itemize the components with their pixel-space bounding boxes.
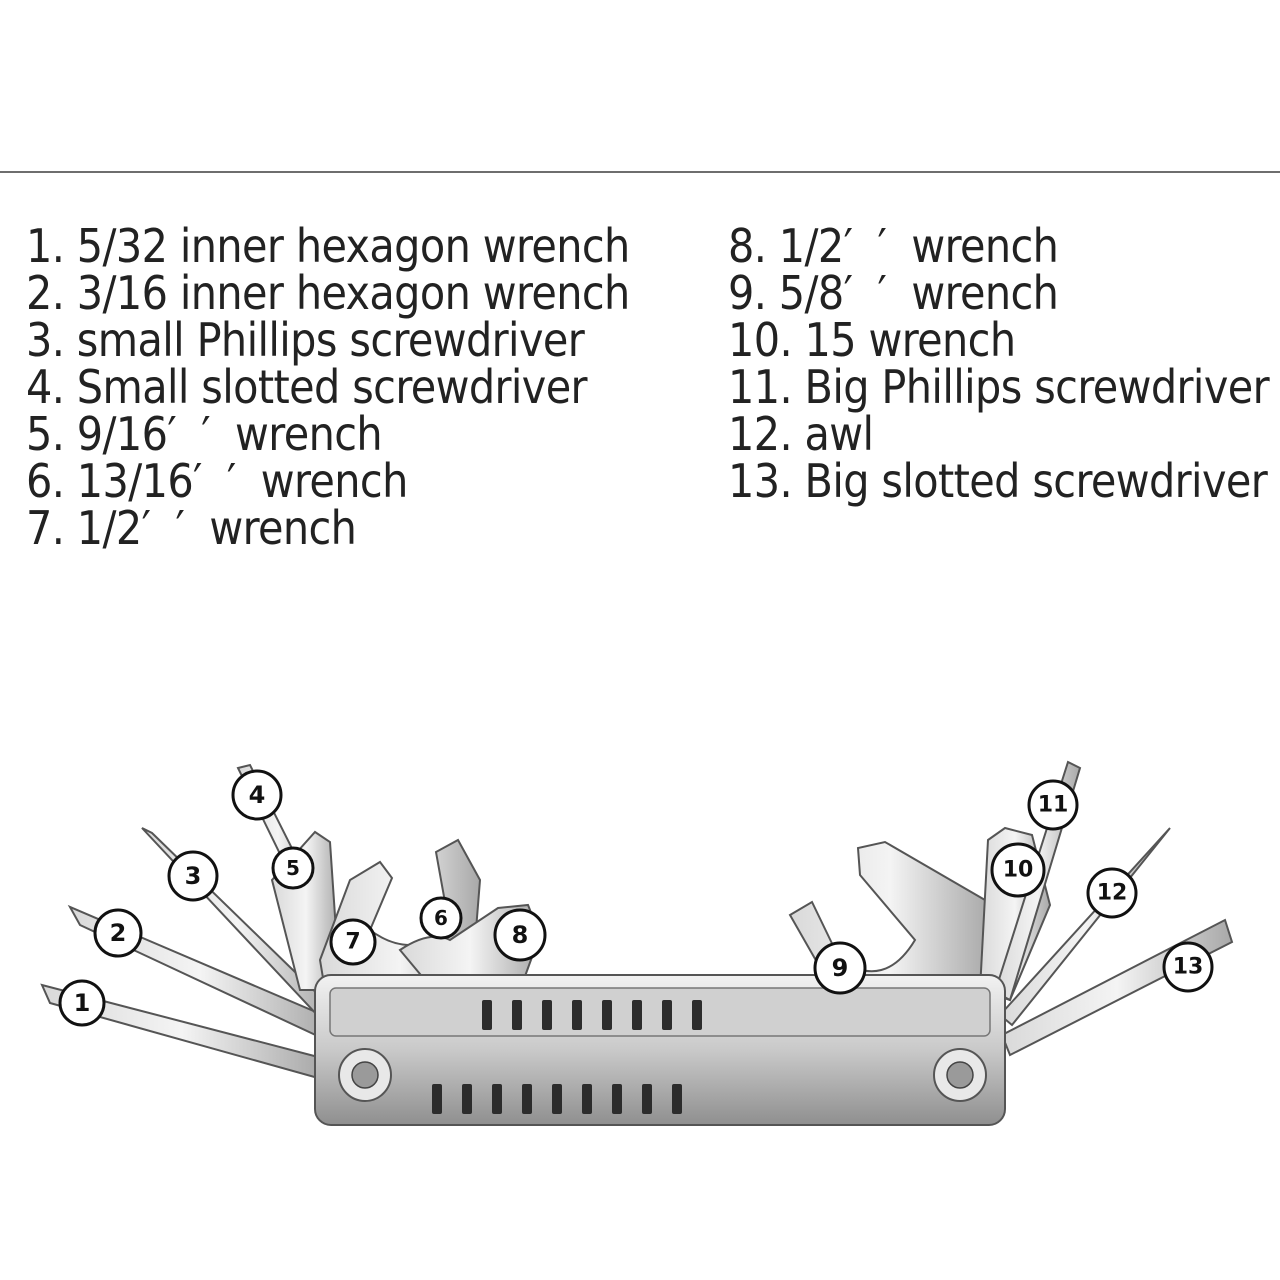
callout-11: 11 bbox=[1027, 779, 1079, 831]
legend-item-7: 7. 1/2′ ′ wrench bbox=[26, 501, 357, 555]
body-slots-lower bbox=[432, 1084, 682, 1114]
multitool-illustration: 1 2 3 4 5 6 7 8 9 10 11 12 13 bbox=[40, 760, 1234, 1126]
legend-item-5: 5. 9/16′ ′ wrench bbox=[26, 407, 383, 461]
tool-body bbox=[314, 974, 1006, 1126]
right-pivot-bolt bbox=[933, 1048, 987, 1102]
callout-13-label: 13 bbox=[1173, 955, 1204, 980]
callout-3: 3 bbox=[167, 850, 219, 902]
callout-6-label: 6 bbox=[434, 906, 448, 930]
callout-13: 13 bbox=[1162, 941, 1214, 993]
callout-12-label: 12 bbox=[1097, 881, 1128, 906]
legend-item-11: 11. Big Phillips screwdriver bbox=[728, 360, 1270, 414]
callout-5: 5 bbox=[271, 846, 315, 890]
legend-item-4: 4. Small slotted screwdriver bbox=[26, 360, 588, 414]
legend-item-10: 10. 15 wrench bbox=[728, 313, 1016, 367]
callout-5-label: 5 bbox=[286, 856, 300, 880]
callout-6: 6 bbox=[419, 896, 463, 940]
callout-8: 8 bbox=[493, 908, 547, 962]
legend-right-column: 8. 1/2′ ′ wrench 9. 5/8′ ′ wrench 10. 15… bbox=[728, 219, 1270, 508]
left-pivot-bolt bbox=[338, 1048, 392, 1102]
callout-4: 4 bbox=[231, 769, 283, 821]
legend-left-column: 1. 5/32 inner hexagon wrench 2. 3/16 inn… bbox=[26, 223, 630, 552]
callout-2: 2 bbox=[93, 908, 143, 958]
callout-7-label: 7 bbox=[345, 930, 360, 955]
body-slots-upper bbox=[482, 1000, 702, 1030]
legend-item-1: 1. 5/32 inner hexagon wrench bbox=[26, 219, 630, 273]
callout-4-label: 4 bbox=[249, 781, 266, 809]
callout-1-label: 1 bbox=[74, 989, 91, 1017]
callout-8-label: 8 bbox=[512, 921, 529, 949]
callout-7: 7 bbox=[329, 918, 377, 966]
callout-10: 10 bbox=[990, 842, 1046, 898]
legend-item-12: 12. awl bbox=[728, 407, 874, 461]
callout-1: 1 bbox=[58, 979, 106, 1027]
callout-10-label: 10 bbox=[1003, 858, 1034, 883]
legend-item-6: 6. 13/16′ ′ wrench bbox=[26, 454, 408, 508]
callout-11-label: 11 bbox=[1038, 793, 1069, 818]
callout-9-label: 9 bbox=[832, 954, 849, 982]
callout-12: 12 bbox=[1086, 867, 1138, 919]
callout-9: 9 bbox=[813, 941, 867, 995]
divider-line bbox=[0, 171, 1280, 173]
legend-item-8: 8. 1/2′ ′ wrench bbox=[728, 219, 1059, 273]
legend-item-2: 2. 3/16 inner hexagon wrench bbox=[26, 266, 630, 320]
legend-item-9: 9. 5/8′ ′ wrench bbox=[728, 266, 1059, 320]
callout-2-label: 2 bbox=[110, 919, 127, 947]
callout-3-label: 3 bbox=[185, 862, 202, 890]
legend-item-3: 3. small Phillips screwdriver bbox=[26, 313, 585, 367]
legend-item-13: 13. Big slotted screwdriver bbox=[728, 454, 1268, 508]
